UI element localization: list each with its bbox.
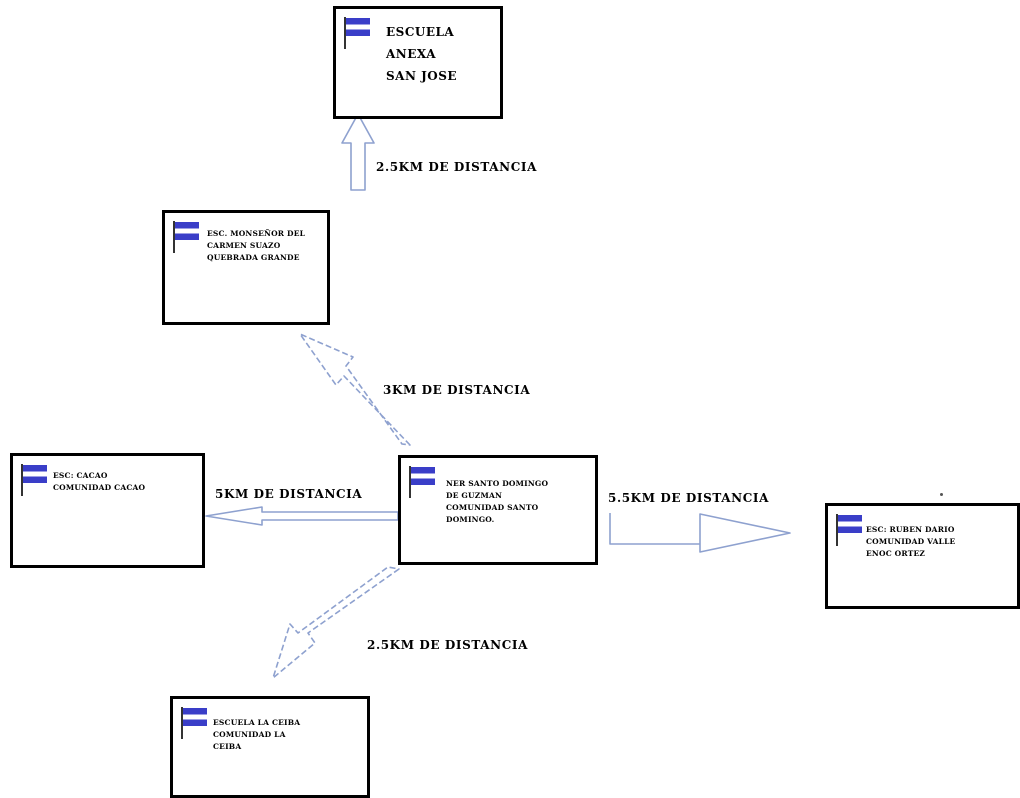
school-la-ceiba: ESCUELA LA CEIBA COMUNIDAD LA CEIBA bbox=[170, 696, 370, 798]
arrow-to-ceiba bbox=[272, 566, 400, 679]
distance-label-cacao: 5KM DE DISTANCIA bbox=[215, 487, 363, 501]
flag-icon bbox=[181, 707, 207, 739]
flag-icon bbox=[21, 464, 47, 496]
school-name: ESCUELA LA CEIBA COMUNIDAD LA CEIBA bbox=[213, 718, 301, 751]
arrow-to-monsenor bbox=[299, 333, 411, 446]
flag-icon bbox=[836, 514, 862, 546]
school-anexa-san-jose: ESCUELA ANEXA SAN JOSE bbox=[333, 6, 503, 119]
speck bbox=[940, 493, 943, 496]
distance-label-monsenor: 3KM DE DISTANCIA bbox=[383, 383, 531, 397]
school-name: ESC: RUBEN DARIO COMUNIDAD VALLE ENOC OR… bbox=[866, 525, 956, 558]
school-name: NER SANTO DOMINGO DE GUZMAN COMUNIDAD SA… bbox=[446, 479, 549, 524]
arrow-to-anexa bbox=[341, 113, 375, 191]
school-name: ESC: CACAO COMUNIDAD CACAO bbox=[53, 471, 146, 492]
school-monsenor: ESC. MONSEÑOR DEL CARMEN SUAZO QUEBRADA … bbox=[162, 210, 330, 325]
flag-icon bbox=[173, 221, 199, 253]
arrow-to-dario-shaft bbox=[609, 513, 700, 545]
flag-icon bbox=[409, 466, 435, 498]
distance-label-ceiba: 2.5KM DE DISTANCIA bbox=[367, 638, 529, 652]
school-ruben-dario: ESC: RUBEN DARIO COMUNIDAD VALLE ENOC OR… bbox=[825, 503, 1020, 609]
arrow-to-cacao bbox=[205, 506, 399, 526]
distance-label-dario: 5.5KM DE DISTANCIA bbox=[608, 491, 770, 505]
school-name: ESC. MONSEÑOR DEL CARMEN SUAZO QUEBRADA … bbox=[207, 229, 306, 262]
school-cacao: ESC: CACAO COMUNIDAD CACAO bbox=[10, 453, 205, 568]
flag-icon bbox=[344, 17, 370, 49]
school-ner-santo-domingo: NER SANTO DOMINGO DE GUZMAN COMUNIDAD SA… bbox=[398, 455, 598, 565]
arrow-to-dario-head bbox=[699, 513, 791, 553]
school-name: ESCUELA ANEXA SAN JOSE bbox=[386, 25, 458, 83]
distance-label-anexa: 2.5KM DE DISTANCIA bbox=[376, 160, 538, 174]
